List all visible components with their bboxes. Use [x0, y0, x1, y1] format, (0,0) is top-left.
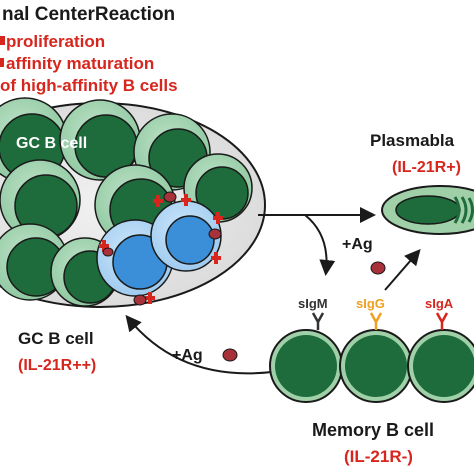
memory-receptor: (IL-21R-)	[344, 447, 413, 466]
antigen-dot	[222, 348, 238, 362]
arrow-memory-to-plasmablast	[384, 248, 421, 291]
memory-b-cell	[269, 329, 343, 403]
plasmablast-receptor: (IL-21R+)	[392, 159, 461, 176]
memory-b-cell	[407, 329, 474, 403]
plasmablast-label: Plasmabla	[370, 131, 455, 150]
sigg-label: sIgG	[356, 296, 385, 311]
plasmablast-cell	[381, 185, 474, 235]
ag-label-bottom: +Ag	[172, 347, 203, 364]
header-title: nal CenterReaction	[2, 4, 175, 25]
sigm-label: sIgM	[298, 296, 328, 311]
header-bullet-high-affinity: of high-affinity B cells	[0, 76, 178, 95]
memory-b-cells	[269, 329, 474, 403]
siga-label: sIgA	[425, 296, 454, 311]
header-bullet-proliferation: proliferation	[6, 32, 105, 51]
igg-receptor	[369, 312, 383, 330]
gc-bottom-label: GC B cell	[18, 329, 94, 348]
gc-cell-label: GC B cell	[16, 135, 87, 152]
arrow-memory-to-gc	[125, 314, 273, 375]
ag-label-top: +Ag	[342, 236, 373, 253]
memory-b-cell	[339, 329, 413, 403]
antigen-dots	[102, 191, 222, 306]
antigen-dot	[370, 261, 386, 275]
gc-b-cell	[0, 159, 81, 241]
igm-receptor	[311, 312, 325, 330]
arrow-to-memory	[304, 214, 336, 276]
bullet-marker	[0, 58, 4, 67]
memory-label: Memory B cell	[312, 420, 434, 440]
header-bullet-affinity-maturation: affinity maturation	[6, 54, 154, 73]
receptor-markers	[99, 194, 223, 304]
blue-cells	[96, 200, 222, 297]
gc-b-cell	[0, 223, 69, 301]
iga-receptor	[435, 312, 449, 330]
blue-cell	[150, 200, 222, 272]
bullet-marker	[0, 36, 5, 45]
gc-bottom-receptor: (IL-21R++)	[18, 357, 96, 374]
